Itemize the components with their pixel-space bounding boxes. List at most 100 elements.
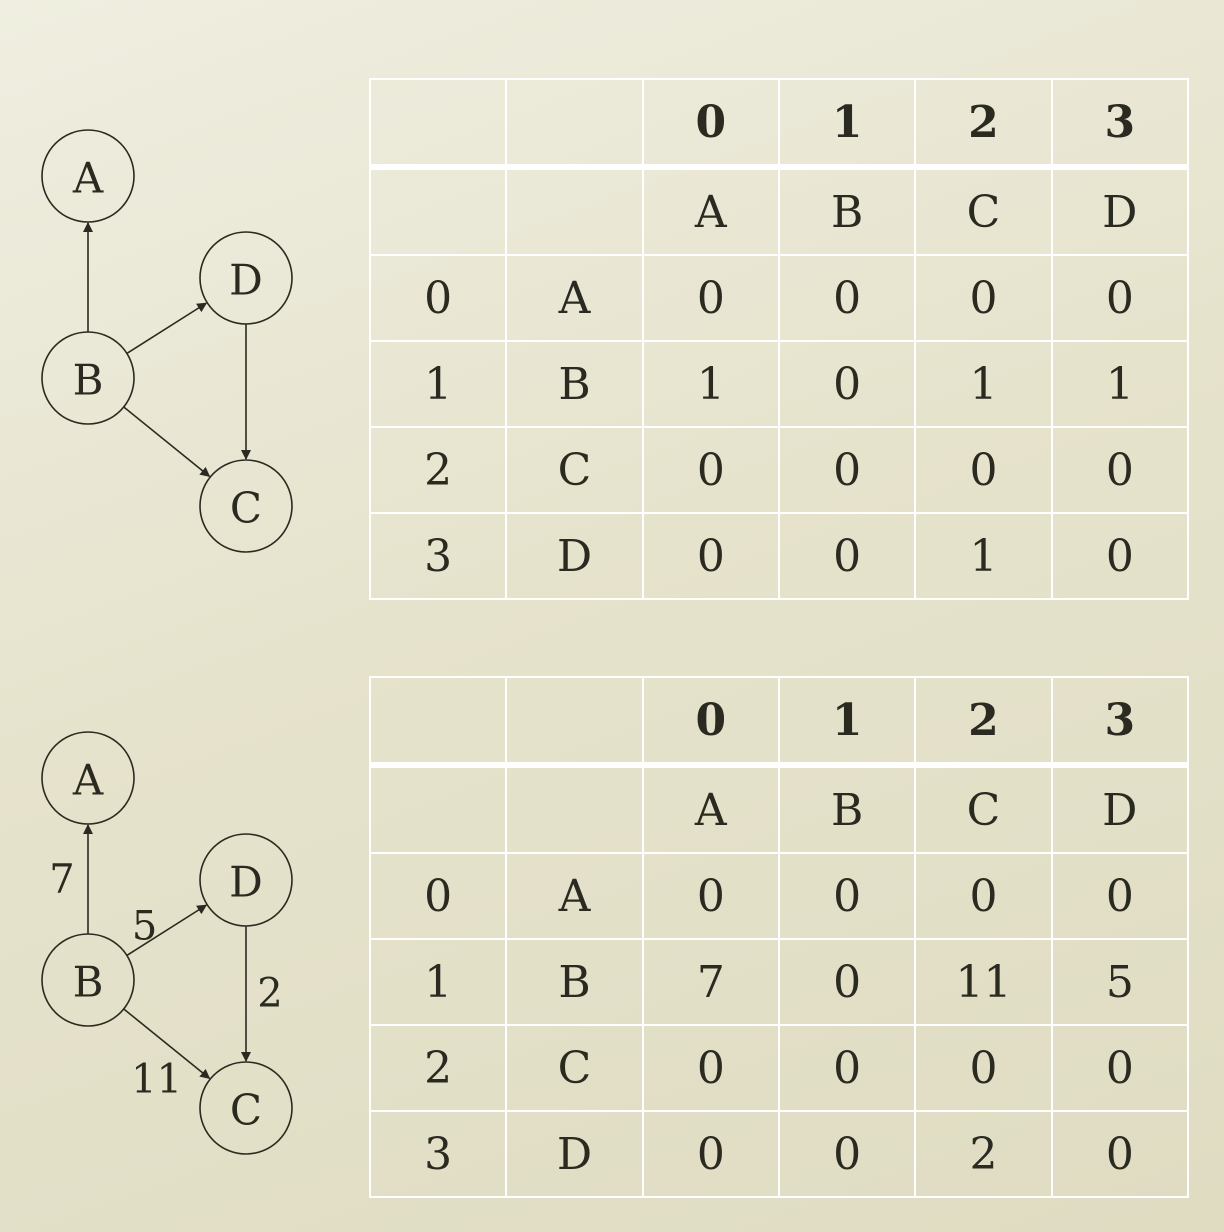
table-cell [368,764,508,854]
table-cell: 0 [1050,512,1190,600]
adjacency-matrix-table: 0 1 2 3 A B C D 0 A 0 0 0 0 1 B 1 0 1 [368,78,1190,600]
table-cell: 0 [777,254,917,342]
header-cell [505,676,644,768]
table-cell: 1 [641,340,780,428]
table-cell: 0 [641,426,780,514]
table-row: 0 A 0 0 0 0 [368,852,1190,940]
edge-arrow-b-d [126,302,208,355]
table-cell: D [505,512,644,600]
table-cell: 11 [914,938,1053,1026]
node-d [199,833,293,927]
header-cell: 1 [777,676,917,768]
table-cell: B [777,166,917,256]
header-cell: 1 [777,78,917,170]
table-cell: 0 [641,254,780,342]
table-header-row: 0 1 2 3 [368,78,1190,170]
table-cell: B [777,764,917,854]
table-row: 3 D 0 0 1 0 [368,512,1190,600]
table-cell: 0 [368,254,508,342]
table-row: A B C D [368,166,1190,256]
table-cell: 0 [914,254,1053,342]
edge-weight-label: 7 [49,857,74,903]
table-row: A B C D [368,764,1190,854]
unweighted-graph: A D B C [41,129,293,553]
table-cell: A [505,852,644,940]
node-label: A [72,756,104,805]
node-a [41,129,135,223]
graph-diagrams: A D B C 7 5 2 11 A D B C [41,129,293,1155]
node-label: B [73,958,104,1007]
table-cell: C [505,426,644,514]
table-cell [368,166,508,256]
table-cell: 2 [914,1110,1053,1198]
table-cell: B [505,938,644,1026]
header-cell: 3 [1050,78,1190,170]
node-d [199,231,293,325]
table-cell: 0 [777,426,917,514]
table-cell: 0 [914,426,1053,514]
table-cell: A [641,764,780,854]
header-cell: 0 [641,676,780,768]
table-cell: 3 [368,512,508,600]
table-row: 1 B 7 0 11 5 [368,938,1190,1026]
table-cell: 1 [914,512,1053,600]
table-row: 1 B 1 0 1 1 [368,340,1190,428]
table-cell [505,764,644,854]
table-cell: D [1050,166,1190,256]
edge-arrow-b-d [126,904,208,957]
node-label: C [230,1086,262,1135]
edge-arrow-b-c [123,406,211,478]
table-cell: 0 [1050,1110,1190,1198]
node-label: B [73,356,104,405]
node-label: C [230,484,262,533]
node-c [199,1061,293,1155]
table-cell: 1 [1050,340,1190,428]
table-cell: 0 [777,340,917,428]
table-header-row: 0 1 2 3 [368,676,1190,768]
table-cell: 0 [1050,1024,1190,1112]
table-row: 2 C 0 0 0 0 [368,426,1190,514]
header-cell: 3 [1050,676,1190,768]
table-cell: 5 [1050,938,1190,1026]
table-cell: 1 [368,938,508,1026]
table-cell: 0 [641,852,780,940]
table-cell: 2 [368,426,508,514]
table-cell: 2 [368,1024,508,1112]
table-cell: D [1050,764,1190,854]
table-cell [505,166,644,256]
edge-weight-label: 5 [132,903,157,949]
table-cell: 1 [368,340,508,428]
weight-matrix-table: 0 1 2 3 A B C D 0 A 0 0 0 0 1 B 7 0 11 [368,676,1190,1198]
node-a [41,731,135,825]
table-cell: 0 [914,1024,1053,1112]
node-label: A [72,154,104,203]
table-cell: 0 [641,512,780,600]
table-cell: A [505,254,644,342]
table-cell: 0 [368,852,508,940]
weighted-graph: 7 5 2 11 A D B C [41,731,293,1155]
table-cell: C [914,764,1053,854]
table-cell: 1 [914,340,1053,428]
table-cell: 0 [777,852,917,940]
table-cell: 0 [1050,852,1190,940]
table-cell: 7 [641,938,780,1026]
edge-arrow-b-c [123,1008,211,1080]
edge-weight-label: 2 [257,971,282,1017]
table-cell: C [914,166,1053,256]
header-cell: 2 [914,676,1053,768]
edge-weight-label: 11 [131,1057,182,1103]
node-b [41,933,135,1027]
table-cell: 0 [1050,426,1190,514]
table-row: 3 D 0 0 2 0 [368,1110,1190,1198]
table-cell: 3 [368,1110,508,1198]
table-cell: 0 [777,938,917,1026]
table-cell: 0 [641,1024,780,1112]
header-cell [368,676,508,768]
node-label: D [229,858,263,907]
node-label: D [229,256,263,305]
header-cell [505,78,644,170]
table-cell: 0 [1050,254,1190,342]
header-cell: 2 [914,78,1053,170]
table-cell: 0 [777,512,917,600]
table-cell: B [505,340,644,428]
